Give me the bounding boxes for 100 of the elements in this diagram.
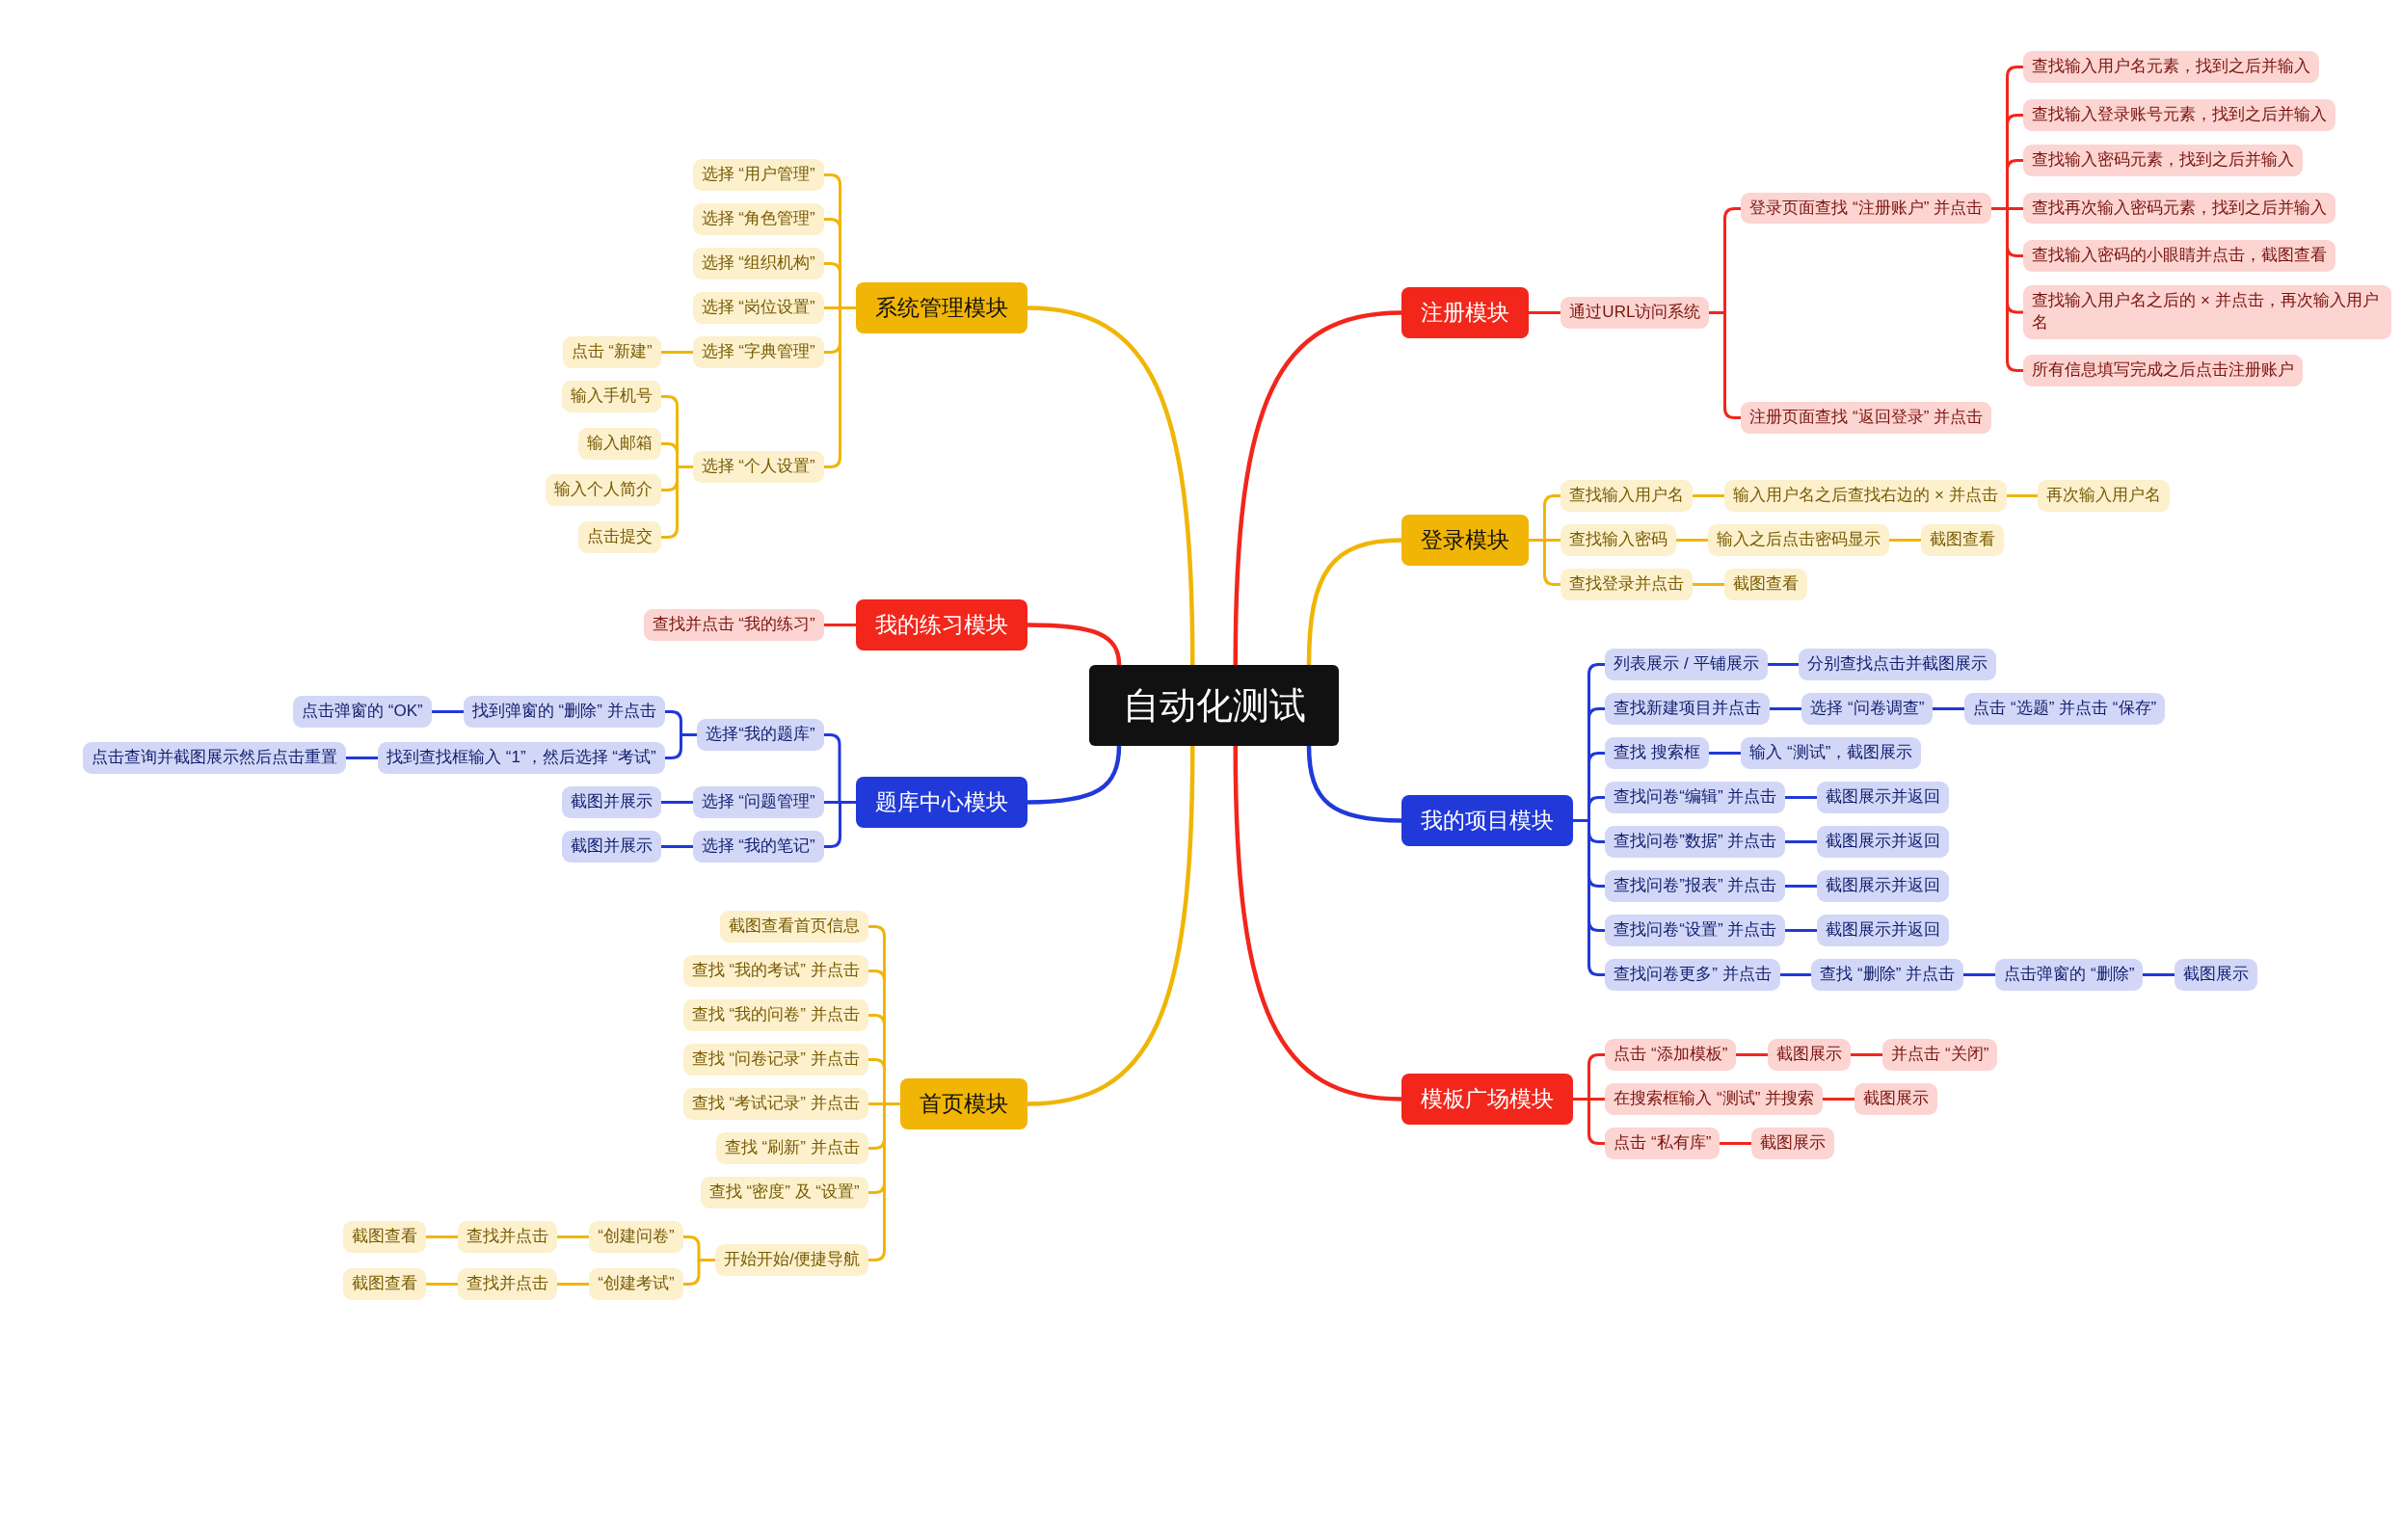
branch-line [1693, 583, 1724, 586]
module-topic: 系统管理模块 [856, 281, 1027, 333]
subtopic: 截图展示 [2174, 959, 2258, 992]
subtopic: 查找输入用户名元素，找到之后并输入 [2023, 51, 2320, 84]
subtopic: 选择 “用户管理” [692, 158, 824, 191]
subtopic: 选择 “问题管理” [692, 785, 824, 818]
subtopic: 截图展示 [1751, 1128, 1835, 1160]
branch-line [1785, 840, 1817, 843]
subtopic: 通过URL访问系统 [1561, 296, 1710, 329]
branch-line [1889, 539, 1921, 542]
branch-line [1823, 1098, 1854, 1101]
subtopic: “创建问卷” [589, 1221, 683, 1254]
subtopic: 查找 “我的问卷” 并点击 [682, 998, 868, 1031]
branch-line [557, 1235, 589, 1238]
branch-line [1785, 885, 1817, 888]
subtopic: 查找输入密码元素，找到之后并输入 [2023, 145, 2304, 177]
subtopic: 输入手机号 [561, 380, 661, 412]
branch-line [426, 1283, 458, 1286]
subtopic: 查找新建项目并点击 [1605, 693, 1771, 725]
subtopic: 截图展示并返回 [1817, 826, 1950, 859]
subtopic: 找到查找框输入 “1”，然后选择 “考试” [378, 741, 665, 774]
subtopic: 查找 “刷新” 并点击 [715, 1132, 868, 1164]
subtopic: 查找问卷更多” 并点击 [1605, 959, 1780, 992]
subtopic: 查找问卷”数据” 并点击 [1605, 826, 1786, 859]
subtopic: 查找输入登录账号元素，找到之后并输入 [2023, 98, 2336, 131]
branch-line [1027, 745, 1195, 1106]
branch-line [1027, 305, 1195, 666]
subtopic: 点击查询并截图展示然后点击重置 [82, 741, 346, 774]
branch-line [1306, 538, 1402, 666]
branch-line [1851, 1053, 1882, 1056]
branch-line [1785, 929, 1817, 932]
subtopic: 查找 搜索框 [1605, 737, 1710, 770]
subtopic: 截图展示并返回 [1817, 915, 1950, 947]
branch-line [1709, 752, 1741, 755]
subtopic: 查找并点击 [457, 1221, 557, 1254]
subtopic: 查找并点击 [457, 1268, 557, 1301]
branch-line [1233, 310, 1402, 666]
branch-line [426, 1235, 458, 1238]
subtopic: 所有信息填写完成之后点击注册账户 [2023, 354, 2304, 386]
branch-line [1963, 973, 1995, 976]
module-topic: 注册模块 [1401, 286, 1529, 338]
subtopic: 查找输入密码 [1561, 524, 1677, 557]
module-topic: 题库中心模块 [856, 776, 1027, 828]
subtopic: 截图展示 [1768, 1039, 1852, 1071]
branch-line [1933, 707, 1964, 710]
subtopic: 选择 “我的笔记” [692, 831, 824, 863]
subtopic: 截图查看首页信息 [719, 910, 868, 943]
subtopic: 查找并点击 “我的练习” [643, 608, 824, 641]
subtopic: 找到弹窗的 “删除” 并点击 [463, 696, 665, 729]
branch-line [2006, 494, 2038, 497]
subtopic: 注册页面查找 “返回登录” 并点击 [1741, 402, 1992, 435]
subtopic: 截图展示并返回 [1817, 870, 1950, 903]
subtopic: 登录页面查找 “注册账户” 并点击 [1741, 192, 1992, 225]
branch-line [1767, 663, 1799, 666]
subtopic: 并点击 “关闭” [1882, 1039, 1998, 1071]
branch-line [824, 306, 856, 468]
subtopic: 输入个人简介 [545, 473, 661, 506]
central-topic: 自动化测试 [1089, 665, 1340, 747]
branch-line [1770, 707, 1801, 710]
subtopic: 查找 “考试记录” 并点击 [682, 1087, 868, 1120]
branch-line [1529, 311, 1561, 314]
subtopic: 查找登录并点击 [1561, 569, 1694, 601]
subtopic: 点击弹窗的 “OK” [293, 696, 432, 729]
subtopic: 选择 “问卷调查” [1801, 693, 1934, 725]
subtopic: 截图查看 [342, 1268, 426, 1301]
module-topic: 首页模块 [900, 1077, 1027, 1129]
subtopic: 输入用户名之后查找右边的 × 并点击 [1724, 480, 2007, 513]
branch-line [1720, 1142, 1751, 1145]
subtopic: 查找问卷“设置” 并点击 [1605, 915, 1786, 947]
branch-line [1676, 539, 1708, 542]
branch-line [1233, 745, 1402, 1102]
branch-line [682, 1259, 715, 1286]
subtopic: 截图并展示 [561, 831, 661, 863]
subtopic: 选择 “岗位设置” [692, 291, 824, 324]
subtopic: 选择“我的题库” [697, 719, 824, 751]
subtopic: “创建考试” [589, 1268, 683, 1301]
subtopic: 选择 “个人设置” [692, 451, 824, 483]
subtopic: 再次输入用户名 [2038, 480, 2171, 513]
branch-line [868, 1102, 900, 1261]
branch-line [2143, 973, 2174, 976]
subtopic: 截图并展示 [561, 785, 661, 818]
subtopic: 截图展示并返回 [1817, 782, 1950, 814]
subtopic: 选择 “组织机构” [692, 247, 824, 279]
subtopic: 开始开始/便捷导航 [714, 1243, 868, 1276]
subtopic: 查找 “删除” 并点击 [1811, 959, 1964, 992]
subtopic: 分别查找点击并截图展示 [1799, 648, 1997, 680]
branch-line [1027, 745, 1122, 805]
branch-line [661, 845, 693, 848]
subtopic: 点击 “选题” 并点击 “保存” [1964, 693, 2166, 725]
branch-line [1736, 1053, 1768, 1056]
subtopic: 输入之后点击密码显示 [1708, 524, 1890, 557]
subtopic: 输入 “测试”，截图展示 [1741, 737, 1922, 770]
module-topic: 登录模块 [1401, 515, 1529, 567]
branch-line [1991, 207, 2023, 372]
subtopic: 点击 “新建” [562, 335, 661, 368]
subtopic: 查找再次输入密码元素，找到之后并输入 [2023, 192, 2336, 225]
subtopic: 列表展示 / 平铺展示 [1605, 648, 1768, 680]
branch-line [432, 710, 464, 713]
subtopic: 截图展示 [1854, 1083, 1938, 1116]
branch-line [557, 1283, 589, 1286]
